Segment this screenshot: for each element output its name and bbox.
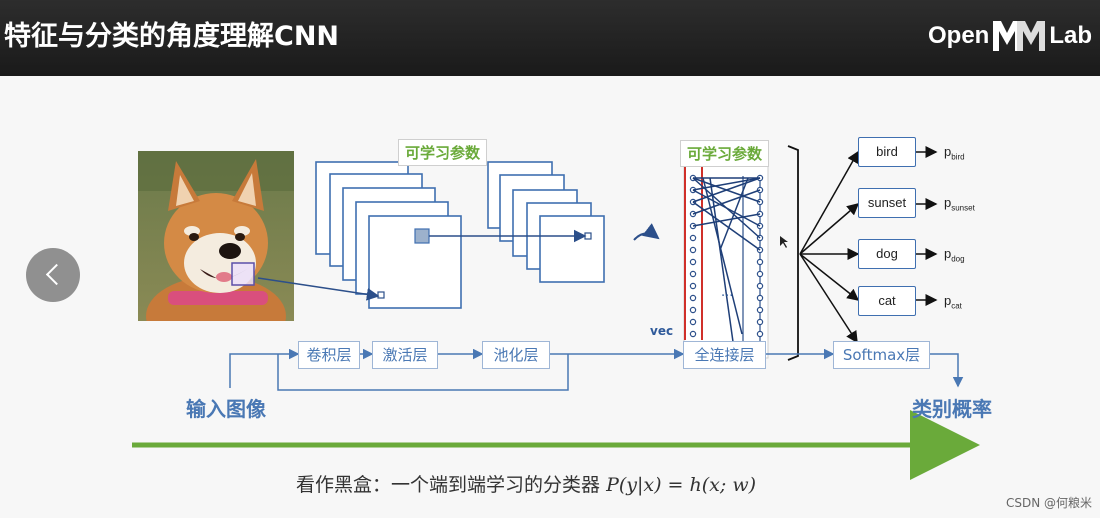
feature-map-stack-1: [315, 161, 462, 309]
fc-ellipsis: ...: [721, 285, 734, 300]
prob-bird: pbird: [944, 144, 965, 162]
input-dog-photo: [138, 151, 294, 321]
input-image-label: 输入图像: [186, 397, 266, 421]
formula-text: 看作黑盒：一个端到端学习的分类器: [296, 474, 601, 496]
feature-patch: [414, 228, 430, 244]
class-box-bird: bird: [858, 137, 916, 167]
learnable-params-label-fc: 可学习参数: [680, 140, 770, 167]
vec-label: vec: [650, 324, 674, 338]
pipeline-activation-layer: 激活层: [372, 341, 438, 369]
feature-map-stack-2: [487, 161, 605, 283]
slide-title: 特征与分类的角度理解CNN: [4, 21, 340, 52]
prob-sunset: psunset: [944, 195, 975, 213]
fc-nodes-left: [689, 174, 697, 338]
previous-slide-button[interactable]: [26, 248, 80, 302]
logo-lab-text: Lab: [1049, 22, 1092, 49]
logo-open-text: Open: [927, 22, 990, 49]
pipeline-softmax-layer: Softmax层: [833, 341, 930, 369]
fc-connections: [692, 177, 761, 357]
class-probability-label: 类别概率: [912, 397, 992, 421]
csdn-watermark: CSDN @何粮米: [1005, 496, 1092, 510]
class-box-sunset: sunset: [858, 188, 916, 218]
slide-header: 特征与分类的角度理解CNN Open Lab: [0, 0, 1100, 76]
logo-mm-mark: [993, 21, 1046, 51]
openmmlab-logo: Open Lab: [928, 16, 1092, 56]
blackbox-formula: 看作黑盒：一个端到端学习的分类器 P(y|x) = h(x; w): [296, 470, 756, 497]
prob-cat: pcat: [944, 293, 962, 311]
class-box-dog: dog: [858, 239, 916, 269]
prob-dog: pdog: [944, 246, 965, 264]
pipeline-conv-layer: 卷积层: [298, 341, 360, 369]
class-box-cat: cat: [858, 286, 916, 316]
pipeline-pooling-layer: 池化层: [482, 341, 550, 369]
learnable-params-label-conv: 可学习参数: [398, 139, 488, 166]
pipeline-fc-layer: 全连接层: [683, 341, 766, 369]
fc-nodes-right: [756, 174, 764, 350]
formula-math: P(y|x) = h(x; w): [606, 474, 757, 496]
